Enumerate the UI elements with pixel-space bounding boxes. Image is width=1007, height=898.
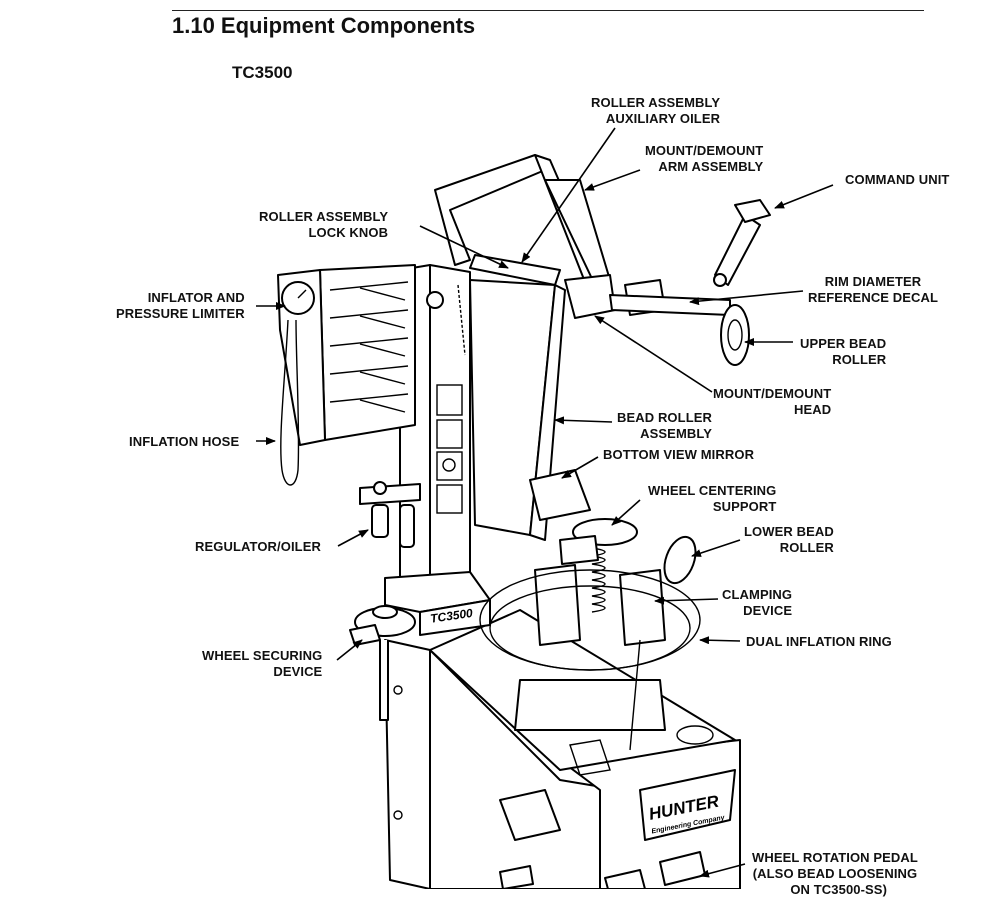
bead-roller-arm (469, 279, 566, 541)
label-securing-device: WHEEL SECURING DEVICE (202, 648, 323, 679)
model-plate-text: TC3500 (429, 606, 474, 626)
label-regulator: REGULATOR/OILER (195, 539, 321, 554)
label-rim-decal: RIM DIAMETER REFERENCE DECAL (808, 274, 939, 305)
label-centering-support: WHEEL CENTERING SUPPORT (648, 483, 777, 514)
upper-bead-roller (720, 304, 750, 366)
mount-demount-head (564, 199, 771, 319)
dual-inflation-ring (479, 569, 701, 751)
label-roller-oiler: ROLLER ASSEMBLY AUXILIARY OILER (591, 95, 721, 126)
label-clamping: CLAMPING DEVICE (722, 587, 793, 618)
model-title: TC3500 (232, 63, 293, 82)
label-lower-roller: LOWER BEAD ROLLER (744, 524, 834, 555)
label-bottom-mirror: BOTTOM VIEW MIRROR (603, 447, 755, 462)
section-title: 1.10 Equipment Components (172, 13, 476, 38)
label-upper-roller: UPPER BEAD ROLLER (800, 336, 887, 367)
label-bead-roller: BEAD ROLLER ASSEMBLY (617, 410, 712, 441)
label-mount-arm: MOUNT/DEMOUNT ARM ASSEMBLY (645, 143, 764, 174)
label-rotation-pedal: WHEEL ROTATION PEDAL (ALSO BEAD LOOSENIN… (752, 850, 918, 897)
header-rule (172, 10, 924, 11)
inflation-hose (280, 319, 300, 486)
lower-bead-roller (663, 535, 697, 585)
bottom-view-mirror (529, 469, 591, 521)
label-command-unit: COMMAND UNIT (845, 172, 950, 187)
wheel-securing-device (349, 605, 416, 721)
label-inflator: INFLATOR AND PRESSURE LIMITER (116, 290, 245, 321)
label-lock-knob: ROLLER ASSEMBLY LOCK KNOB (259, 209, 389, 240)
label-inflation-hose: INFLATION HOSE (129, 434, 240, 449)
base-cabinet (384, 609, 741, 889)
clamping-device (534, 535, 666, 646)
rotation-pedal (499, 851, 706, 889)
inflator-cabinet (277, 264, 416, 446)
label-inflation-ring: DUAL INFLATION RING (746, 634, 892, 649)
label-mount-head: MOUNT/DEMOUNT HEAD (713, 386, 832, 417)
callout-arrows (256, 127, 834, 878)
regulator-oiler (359, 481, 421, 548)
